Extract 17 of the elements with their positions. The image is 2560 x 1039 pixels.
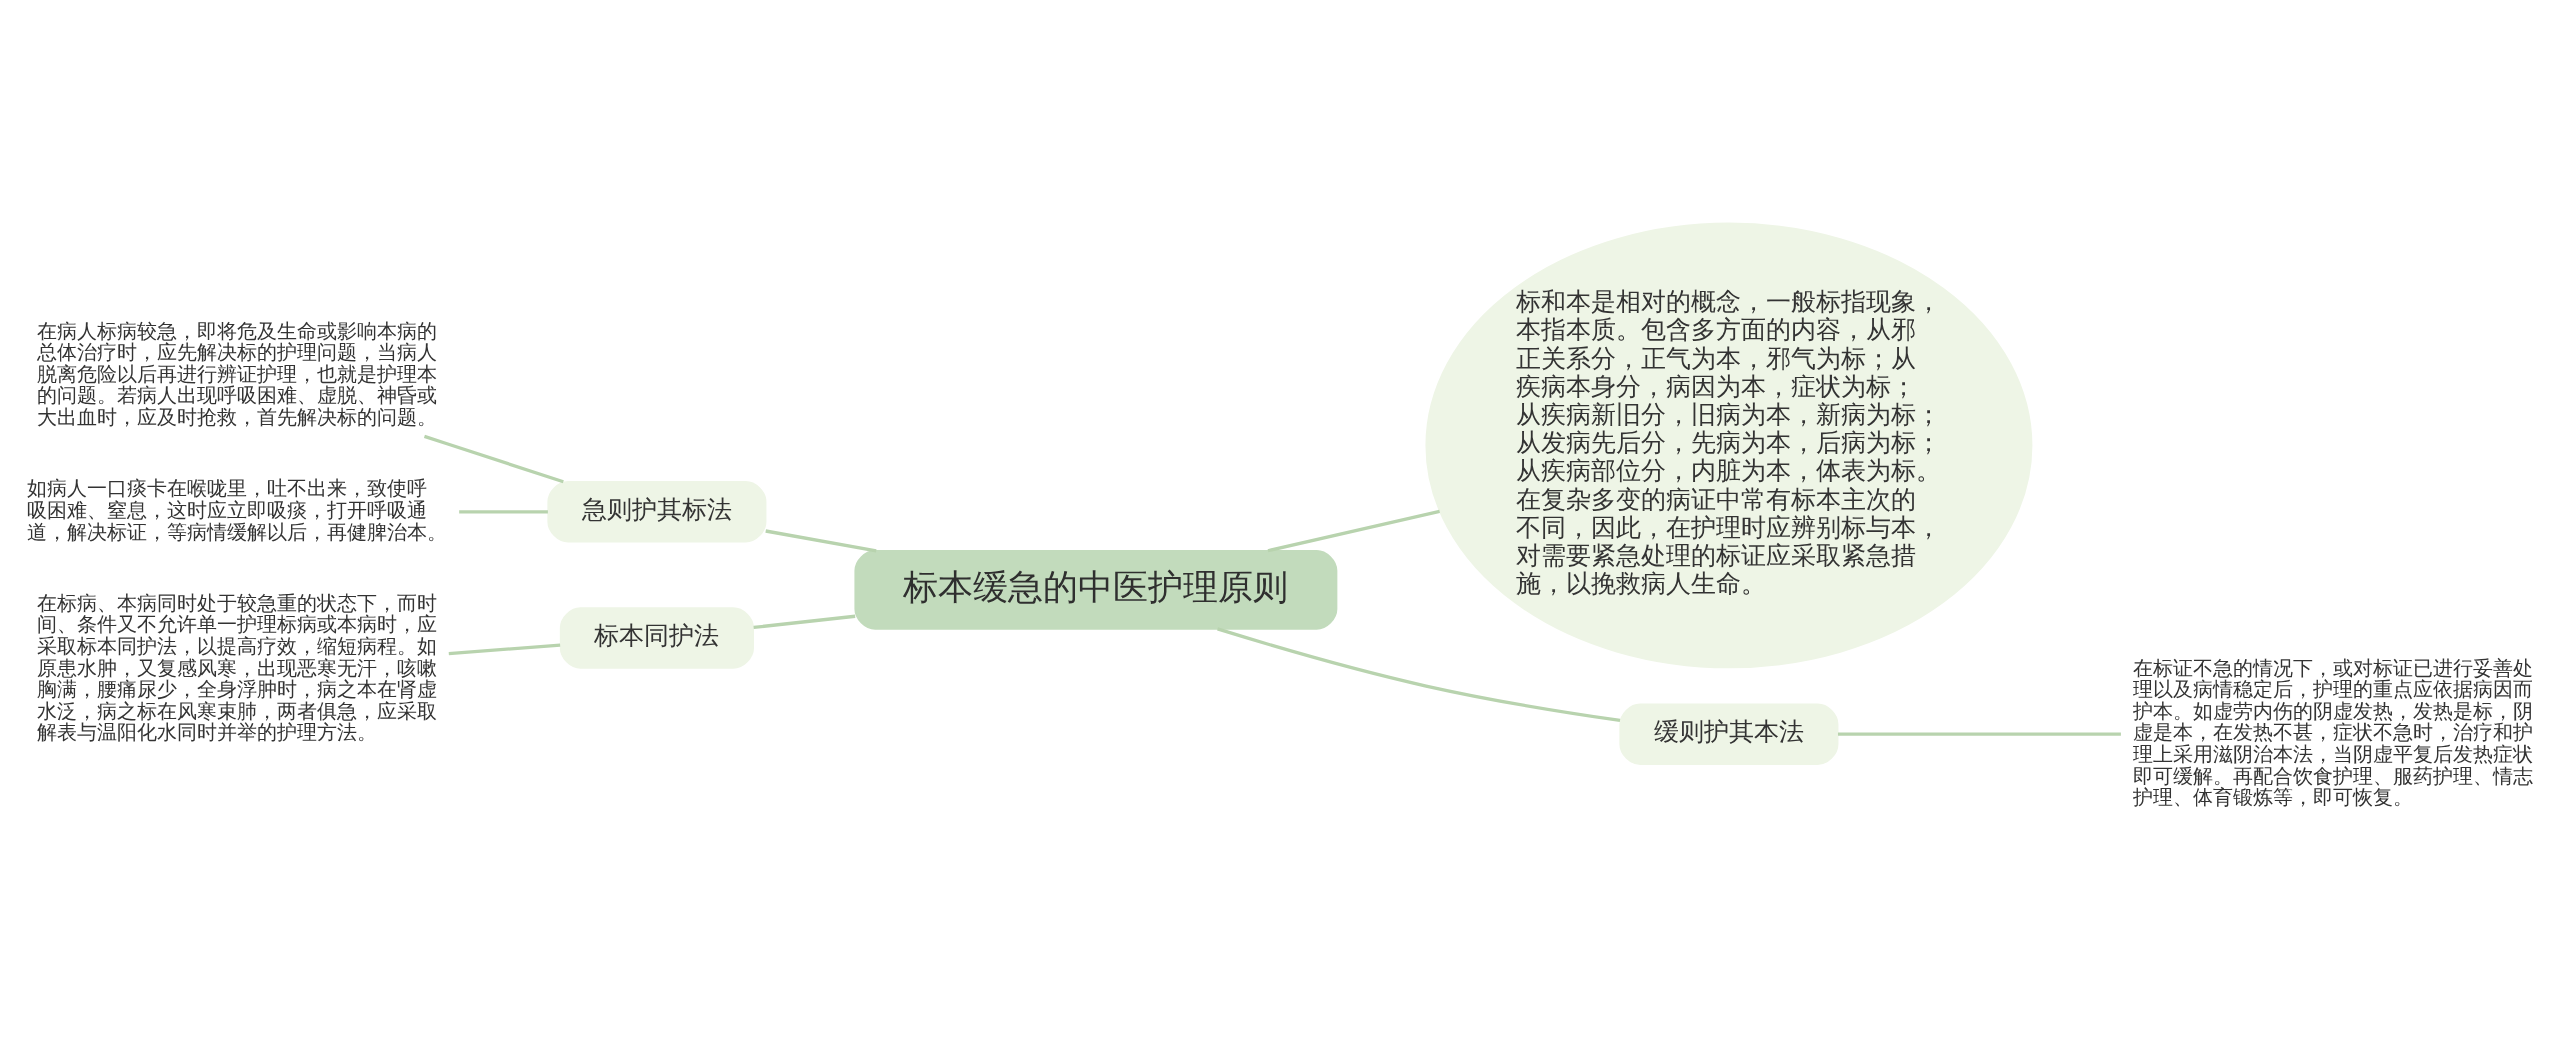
node-text: 在标证不急的情况下，或对标证已进行妥善处理以及病情稳定后，护理的重点应依据病因而护本。如虚劳内伤的阴虚发热，发热是标，阴虚是本，在发热不甚，症状不急时，治疗和护理上采用滋阴治本法，当阴虚平复后发热症状即可缓解。再配合饮食护理、服药护理、情志护理、体育锻炼等，即可恢复。 — [2132, 656, 2533, 809]
connector — [423, 434, 564, 483]
connector — [459, 509, 548, 513]
connector — [1217, 626, 1621, 722]
node-text: 在标病、本病同时处于较急重的状态下，而时间、条件又不允许单一护理标病或本病时，应采取标本同护法，以提高疗效，缩短病程。如原患水肿，又复感风寒，出现恶寒无汗，咳嗽胸满，腰痛尿少，全身浮肿时，病之本在肾虚水泛，病之标在风寒束肺，两者俱急，应采取解表与温阳化水同时并举的护理方法。 — [37, 591, 438, 744]
connector — [1267, 509, 1440, 552]
node-box: 急则护其标法 — [547, 480, 767, 543]
connector — [765, 528, 877, 552]
node-text: 在病人标病较急，即将危及生命或影响本病的总体治疗时，应先解决标的护理问题，当病人脱离危险以后再进行辨证护理，也就是护理本的问题。若病人出现呼吸困难、虚脱、神昏或大出血时，应及时抢救，首先解决标的问题。 — [37, 319, 438, 429]
node-box: 标本同护法 — [559, 606, 754, 669]
connector — [753, 614, 856, 629]
node-text: 如病人一口痰卡在喉咙里，吐不出来，致使呼吸困难、窒息，这时应立即吸痰，打开呼吸通道，解决标证，等病情缓解以后，再健脾治本。 — [27, 476, 448, 544]
node-ellipse: 标和本是相对的概念，一般标指现象，本指本质。包含多方面的内容，从邪正关系分，正气为本，邪气为标；从疾病本身分，病因为本，症状为标；从疾病新旧分，旧病为本，新病为标；从发病先后分，先病为本，后病为标；从疾病部位分，内脏为本，体表为标。在复杂多变的病证中常有标本主次的不同，因此，在护理时应辨别标与本，对需要紧急处理的标证应采取紧急措施，以挽救病人生命。 — [1425, 222, 2033, 668]
connector — [448, 643, 561, 655]
connector — [1838, 732, 2121, 736]
node-box: 缓则护其本法 — [1619, 703, 1839, 765]
node-box: 标本缓急的中医护理原则 — [854, 549, 1338, 630]
